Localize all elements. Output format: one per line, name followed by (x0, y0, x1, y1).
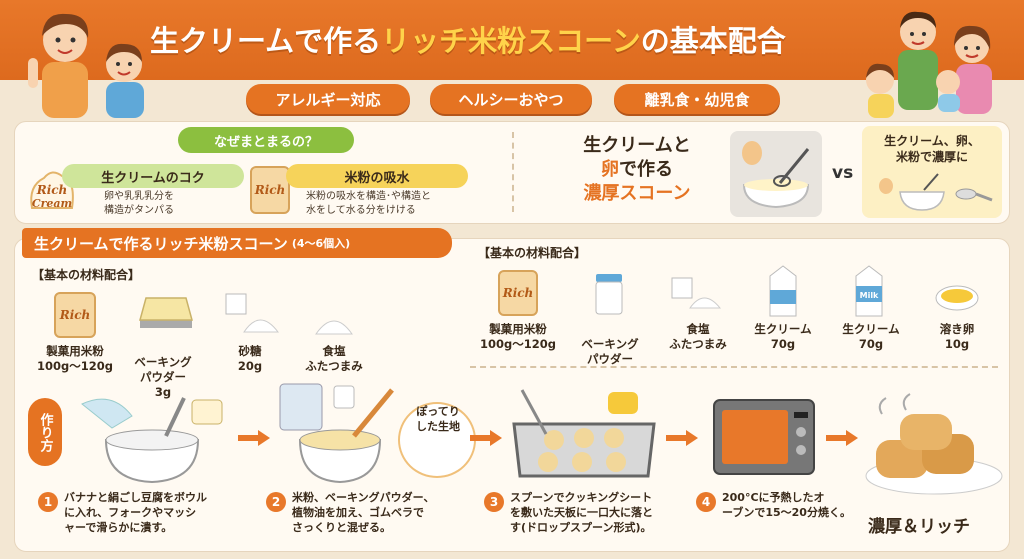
cream-carton-icon (769, 265, 797, 317)
arrow-1 (238, 430, 270, 450)
why-headline: 生クリームと 卵で作る 濃厚スコーン (583, 135, 691, 204)
step3-text: スプーンでクッキングシート を敷いた天板に一口大に落と す(ドロップスプーン形式… (510, 491, 653, 534)
arrow-2 (470, 430, 502, 450)
svg-text:Milk: Milk (860, 291, 879, 300)
why-card2-title: 米粉の吸水 (286, 164, 468, 188)
ingredients-comparison-icon (879, 173, 993, 211)
beaten-egg-icon (935, 285, 979, 311)
finished-scones-icon (865, 393, 1003, 495)
egg-bowl-icon (742, 141, 810, 209)
rice-flour-icon-right: Rich (498, 270, 538, 316)
family-right-illustration (866, 11, 992, 118)
svg-text:Rich: Rich (36, 183, 68, 197)
baking-powder-jar-icon (595, 274, 623, 315)
rice-flour-bag-icon: Rich (250, 166, 290, 214)
right-ingredients-heading: 【基本の材料配合】 (478, 246, 587, 260)
why-title: なぜまとまるの？ (178, 127, 354, 153)
why-card1-title: 生クリームのコク (62, 164, 244, 188)
salt-cube-icon (671, 277, 722, 309)
tag-baby-food: 離乳食・幼児食 (614, 84, 780, 114)
rice-flour-icon: Rich (54, 292, 96, 338)
final-label: 濃厚＆リッチ (868, 517, 970, 537)
tag-allergy: アレルギー対応 (246, 84, 410, 114)
step2-spatula-bowl-icon (279, 383, 394, 484)
header-banner (0, 0, 1024, 80)
vs-label: vs (832, 163, 854, 183)
step2-text: 米粉、ベーキングパウダー、 植物油を加え、ゴムベラで さっくりと混ぜる。 (292, 491, 435, 534)
page-title: 生クリームで作るリッチ米粉スコーンの基本配合 (150, 24, 786, 58)
family-left-illustration (28, 13, 144, 118)
step1-text: バナナと絹ごし豆腐をボウル に入れ、フォークやマッシ ャーで滑らかに潰す。 (64, 491, 207, 534)
arrow-3 (666, 430, 698, 450)
divider-horizontal (470, 366, 998, 368)
sugar-icon (225, 293, 280, 333)
divider (512, 132, 514, 212)
ingredient-salt: 食塩ふたつまみ (305, 344, 363, 373)
why-card1-desc: 卵や乳乳乳分を 構造がタンパる (104, 191, 174, 216)
texture-bubble (398, 402, 476, 478)
tag-healthy-snack: ヘルシーおやつ (430, 84, 592, 114)
section-header: 生クリームで作るリッチ米粉スコーン(4～6個入) (22, 228, 452, 258)
step3-baking-tray-icon (512, 389, 656, 478)
ingredient-salt-right: 食塩ふたつまみ (669, 322, 727, 351)
step4-number: 4 (696, 492, 716, 512)
salt-icon (315, 320, 353, 335)
texture-bubble-text: ぽってり した生地 (416, 405, 460, 433)
left-ingredients-heading: 【基本の材料配合】 (32, 268, 141, 282)
ingredient-baking-powder-right: ベーキング パウダー (581, 337, 639, 366)
why-card2-desc: 米粉の吸水を構造･や構造と 水をして水る分をけける (306, 191, 431, 216)
step4-text: 200°Cに予熱したオ ーブンで15～20分焼く。 (722, 491, 851, 519)
step1-mixing-bowl-icon (81, 397, 223, 484)
steps-label: 作り方 (28, 398, 62, 466)
arrow-4 (826, 430, 858, 450)
step1-number: 1 (38, 492, 58, 512)
step2-number: 2 (266, 492, 286, 512)
comparison-text: 生クリーム、卵、 米粉で濃厚に (884, 134, 980, 164)
milk-carton-icon: Milk (855, 265, 883, 317)
svg-text:Cream: Cream (32, 197, 72, 210)
step3-number: 3 (484, 492, 504, 512)
baking-powder-icon (139, 297, 193, 328)
step4-oven-icon (713, 399, 815, 475)
